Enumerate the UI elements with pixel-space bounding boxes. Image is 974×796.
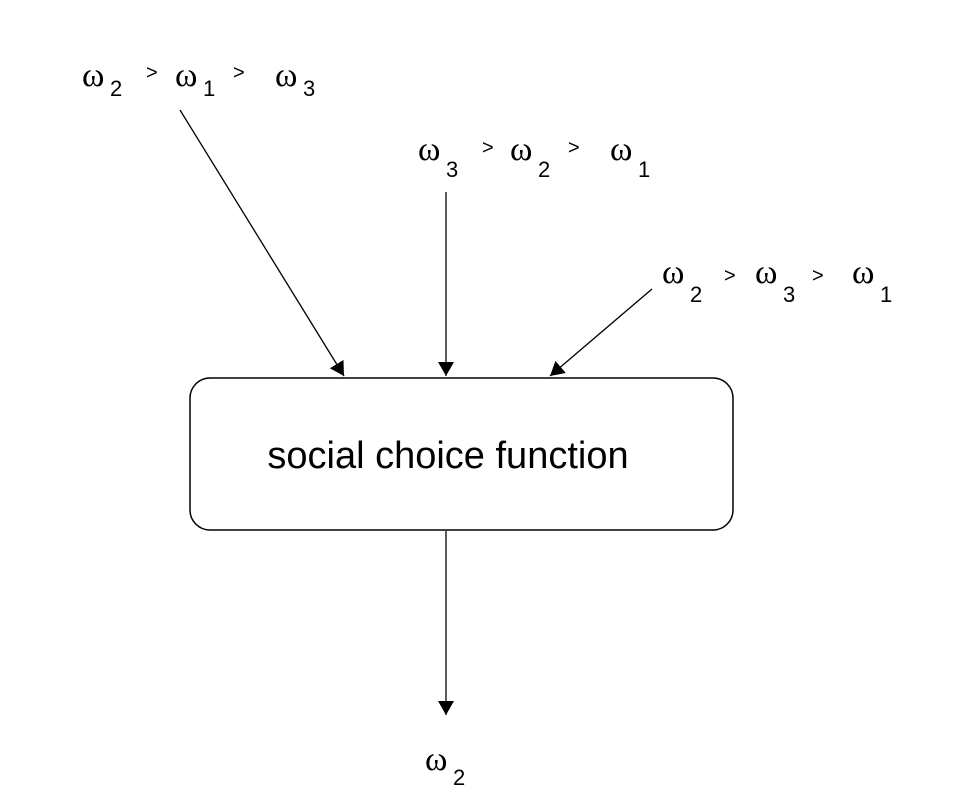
omega-symbol: ω (510, 131, 532, 168)
omega-symbol: ω (418, 131, 440, 168)
omega-symbol: ω (425, 741, 447, 778)
omega-symbol: ω (662, 254, 684, 291)
preference-3-third-index: 1 (880, 282, 892, 307)
greater-than-sign: > (812, 265, 824, 287)
outcome: ω 2 (425, 741, 465, 790)
omega-symbol: ω (82, 57, 104, 94)
preference-1-third-index: 3 (303, 76, 315, 101)
greater-than-sign: > (233, 62, 245, 84)
omega-symbol: ω (755, 254, 777, 291)
preference-2-second-index: 2 (538, 157, 550, 182)
outcome-index: 2 (453, 765, 465, 790)
omega-symbol: ω (275, 57, 297, 94)
preference-1-second-index: 1 (203, 76, 215, 101)
omega-symbol: ω (852, 254, 874, 291)
social-choice-function-box (189, 377, 734, 531)
preference-2-first-index: 3 (446, 157, 458, 182)
preference-2: ω 3 > ω 2 > ω 1 (418, 131, 650, 182)
preference-3-first-index: 2 (690, 282, 702, 307)
greater-than-sign: > (568, 137, 580, 159)
preference-3: ω 2 > ω 3 > ω 1 (662, 254, 892, 307)
greater-than-sign: > (482, 137, 494, 159)
greater-than-sign: > (724, 265, 736, 287)
preference-1: ω 2 > ω 1 > ω 3 (82, 57, 315, 101)
preference-2-third-index: 1 (638, 157, 650, 182)
preference-1-first-index: 2 (110, 76, 122, 101)
omega-symbol: ω (175, 57, 197, 94)
input-arrow-1 (179, 109, 345, 377)
box-label: social choice function (267, 435, 628, 477)
input-arrow-3 (549, 288, 653, 377)
omega-symbol: ω (610, 131, 632, 168)
preference-3-second-index: 3 (783, 282, 795, 307)
greater-than-sign: > (146, 62, 158, 84)
